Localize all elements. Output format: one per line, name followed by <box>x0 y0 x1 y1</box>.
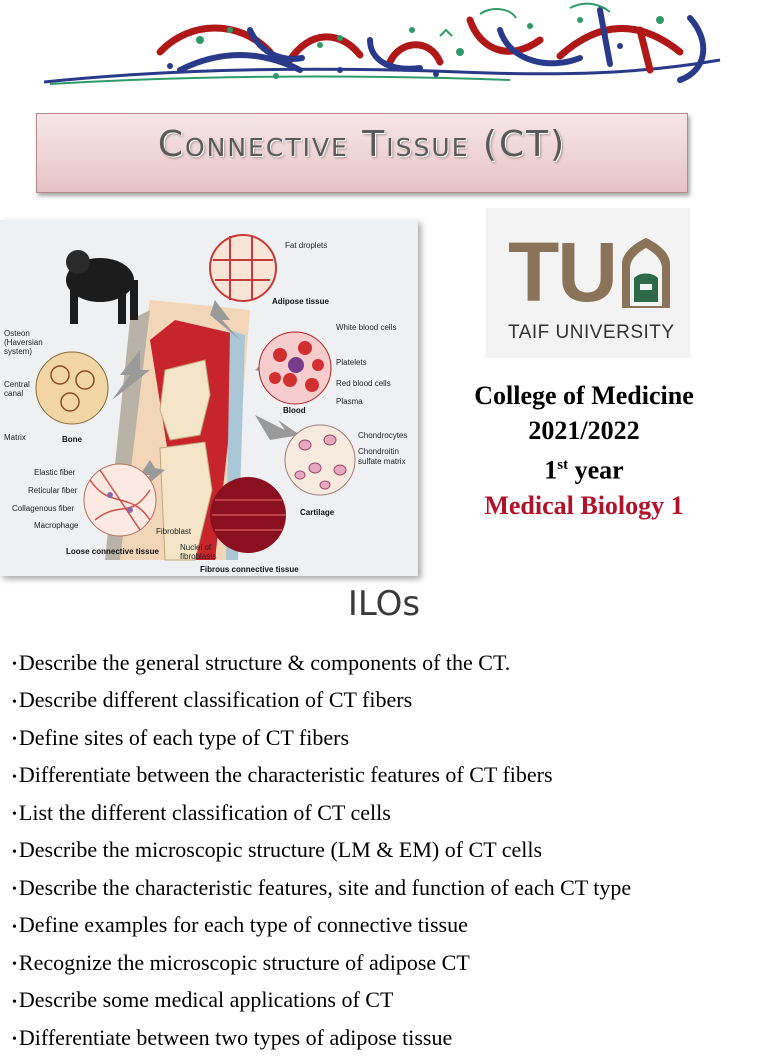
ilo-item: •Recognize the microscopic structure of … <box>12 945 631 982</box>
study-year-word: year <box>568 455 624 485</box>
ilo-item: •Describe the characteristic features, s… <box>12 870 631 907</box>
basmala-calligraphy-icon <box>43 2 721 85</box>
ilos-list: •Describe the general structure & compon… <box>12 645 631 1057</box>
ilo-text: Describe the characteristic features, si… <box>18 874 632 900</box>
chimpanzee-icon <box>66 250 138 324</box>
ilo-item: •Describe some medical applications of C… <box>12 982 631 1019</box>
bullet-icon: • <box>12 919 17 935</box>
taif-university-logo: TU TAIF UNIVERSITY <box>486 208 690 358</box>
ilo-item: •Define examples for each type of connec… <box>12 907 631 944</box>
ilo-text: List the different classification of CT … <box>18 799 391 825</box>
label-cartilage: Cartilage <box>300 508 335 517</box>
study-year-suffix: st <box>557 457 569 473</box>
bullet-icon: • <box>12 994 17 1010</box>
label-adipose-tissue: Adipose tissue <box>272 297 329 306</box>
title-banner: Connective Tissue (CT) <box>36 113 688 193</box>
label-osteon: Osteon <box>4 329 30 338</box>
ilo-item: •Differentiate between the characteristi… <box>12 757 631 794</box>
page-title: Connective Tissue (CT) <box>157 123 567 165</box>
bullet-icon: • <box>12 807 17 823</box>
logo-caption: TAIF UNIVERSITY <box>508 322 675 343</box>
ilo-text: Describe some medical applications of CT <box>18 987 394 1013</box>
label-red-blood-cells: Red blood cells <box>336 379 391 388</box>
label-nuclei-of: Nuclei of <box>180 543 212 552</box>
bullet-icon: • <box>12 957 17 973</box>
study-year-number: 1 <box>544 455 558 485</box>
label-central: Central <box>4 380 30 389</box>
label-collagenous-fiber: Collagenous fiber <box>12 504 75 513</box>
label-fibrous-ct: Fibrous connective tissue <box>200 565 299 574</box>
label-chondroitin: Chondroitin <box>358 447 399 456</box>
course-name: Medical Biology 1 <box>484 490 684 520</box>
ilos-heading: ILOs <box>347 584 421 624</box>
label-haversian: (Haversian <box>4 338 43 347</box>
ilo-text: Differentiate between two types of adipo… <box>18 1024 453 1050</box>
ilo-text: Describe the general structure & compone… <box>18 650 511 675</box>
academic-year: 2021/2022 <box>528 416 640 445</box>
label-matrix: Matrix <box>4 433 26 442</box>
ilo-item: •Describe the microscopic structure (LM … <box>12 832 631 869</box>
bullet-icon: • <box>12 732 17 748</box>
label-loose-ct: Loose connective tissue <box>66 547 159 556</box>
ilo-text: Recognize the microscopic structure of a… <box>18 949 470 975</box>
label-bone: Bone <box>62 435 83 444</box>
ilo-item: •List the different classification of CT… <box>12 795 631 832</box>
bullet-icon: • <box>12 844 17 860</box>
university-emblem-icon <box>622 238 670 308</box>
ilo-item: •Describe different classification of CT… <box>12 682 631 719</box>
label-plasma: Plasma <box>336 397 363 406</box>
bullet-icon: • <box>12 694 17 710</box>
label-sulfate-matrix: sulfate matrix <box>358 457 406 466</box>
ilo-text: Describe the microscopic structure (LM &… <box>18 837 543 863</box>
ilo-text: Describe different classification of CT … <box>18 687 413 713</box>
label-chondrocytes: Chondrocytes <box>358 431 407 440</box>
bullet-icon: • <box>12 769 17 785</box>
college-info: College of Medicine 2021/2022 1st year M… <box>440 378 728 523</box>
label-fat-droplets: Fat droplets <box>285 241 327 250</box>
ilo-text: Define examples for each type of connect… <box>18 912 468 938</box>
label-system: system) <box>4 347 32 356</box>
label-macrophage: Macrophage <box>34 521 79 530</box>
label-elastic-fiber: Elastic fiber <box>34 468 76 477</box>
logo-letters: TU <box>508 225 618 319</box>
ilo-item: •Describe the general structure & compon… <box>12 645 631 682</box>
bullet-icon: • <box>12 882 17 898</box>
ilo-item: •Differentiate between two types of adip… <box>12 1020 631 1057</box>
ilo-text: Differentiate between the characteristic… <box>18 762 553 788</box>
label-canal: canal <box>4 389 23 398</box>
ilo-item: •Define sites of each type of CT fibers <box>12 720 631 757</box>
label-fibroblast: Fibroblast <box>156 527 192 536</box>
bullet-icon: • <box>12 657 17 673</box>
label-reticular-fiber: Reticular fiber <box>28 486 78 495</box>
label-fibroblasts: fibroblasts <box>180 552 216 561</box>
college-name: College of Medicine <box>474 381 694 410</box>
ilo-text: Define sites of each type of CT fibers <box>18 724 350 750</box>
label-white-blood-cells: White blood cells <box>336 323 396 332</box>
connective-tissue-diagram: Fat droplets Adipose tissue White blood … <box>0 220 418 576</box>
label-blood: Blood <box>283 406 306 415</box>
study-year: 1st year <box>440 448 728 488</box>
label-platelets: Platelets <box>336 358 367 367</box>
bullet-icon: • <box>12 1031 17 1047</box>
